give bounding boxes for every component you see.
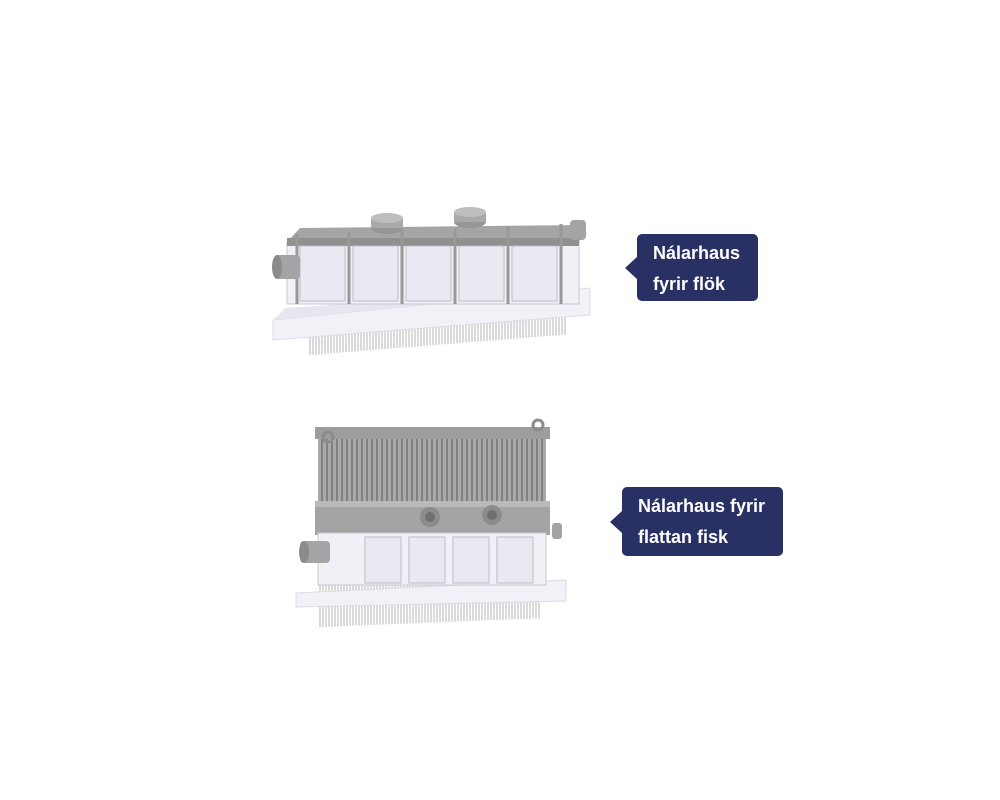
needle-head-fillet-image: [272, 207, 591, 355]
callout-needle-head-fillet: Nálarhaus fyrir flök: [625, 234, 758, 301]
callout-line-2: flattan fisk: [638, 527, 729, 547]
callout-line-1: Nálarhaus fyrir: [638, 496, 766, 516]
callout-line-1: Nálarhaus: [653, 243, 741, 263]
callout-needle-head-flat-fish: Nálarhaus fyrir flattan fisk: [610, 487, 783, 556]
callout-line-2: fyrir flök: [653, 274, 726, 294]
needle-head-flat-fish-image: [295, 418, 567, 627]
